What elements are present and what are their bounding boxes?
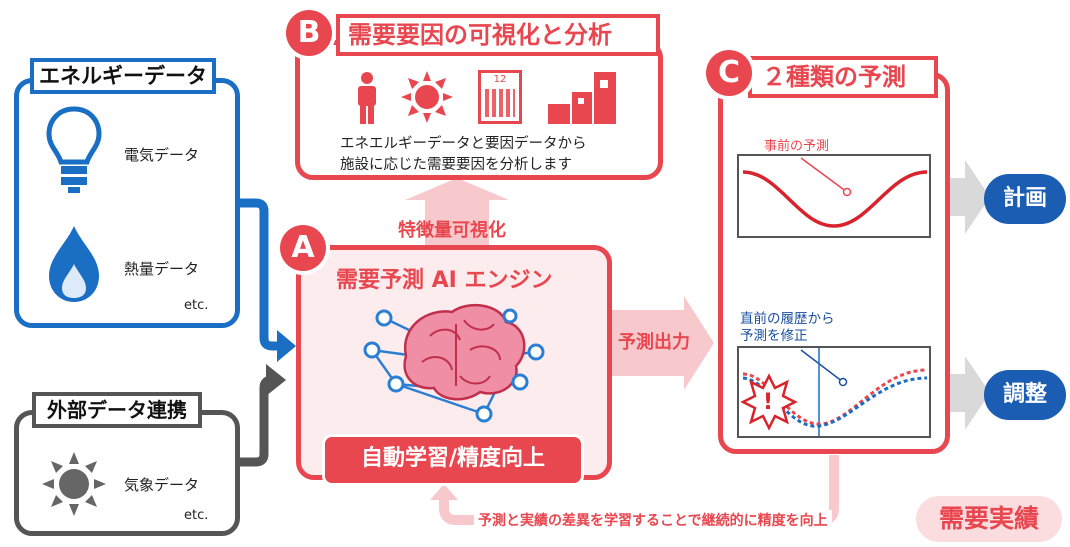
external-data-title: 外部データ連携 [32,392,202,428]
flame-icon [46,224,102,304]
person-icon [354,72,380,124]
panel-c-title: ２種類の予測 [748,56,938,98]
external-etc-label: etc. [184,508,209,523]
chart1-pointer-dot [842,187,852,197]
sun-factor-icon [400,70,454,124]
feedback-loop-arrowhead [430,484,458,500]
energy-to-engine-arrowhead [277,330,296,362]
panel-a-badge: A [280,225,326,271]
actual-demand-label: 需要実績 [938,504,1039,533]
corrected-forecast-chart: ! [737,346,931,438]
chart1-pointer-line [800,157,848,193]
auto-learning-label: 自動学習/精度向上 [360,446,546,471]
prediction-output-label: 予測出力 [618,332,690,353]
chart2-caption-line2: 予測を修正 [740,328,808,344]
output-arrow-shaft [612,310,684,376]
energy-to-engine-connector [240,198,280,351]
energy-data-box [14,78,240,328]
feature-arrow-head [405,178,509,200]
adjust-output-pill: 調整 [984,370,1066,420]
panel-b-description-line1: エネエルギーデータと要因データから [340,136,587,152]
ai-engine-title: 需要予測 AI エンジン [336,268,553,293]
heat-data-label: 熱量データ [124,260,200,278]
electric-data-label: 電気データ [124,146,200,164]
alert-burst-icon [740,373,798,431]
panel-b-title: 需要要因の可視化と分析 [336,14,660,56]
prior-forecast-curve [742,170,928,228]
feature-arrow-shaft [425,193,489,245]
feedback-loop-text: 予測と実績の差異を学習することで継続的に精度を向上 [474,510,832,530]
calendar-day: 12 [493,74,507,85]
panel-b-description-line2: 施設に応じた需要要因を分析します [340,157,572,173]
auto-learning-bar [322,434,584,486]
chart2-caption-line1: 直前の履歴から [740,311,835,327]
corrected-forecast-blue [742,376,928,428]
prior-forecast-chart [737,154,931,238]
sun-icon [40,450,108,518]
building-icon [548,70,616,124]
external-to-engine-arrowhead [266,364,286,396]
output-arrow-head [684,296,714,390]
chart2-pointer-dot [838,377,848,387]
brain-network-icon [360,296,550,424]
chart2-pointer-line [800,349,844,383]
lightbulb-icon [46,106,102,194]
weather-data-label: 気象データ [124,476,200,494]
feature-visualization-label: 特徴量可視化 [398,220,506,241]
panel-b-badge: B [286,10,332,56]
plan-output-pill: 計画 [984,174,1066,224]
corrected-forecast-red [742,368,928,426]
panel-c-badge: C [706,50,752,96]
energy-data-title: エネルギーデータ [30,58,216,94]
calendar-icon: 12 [478,70,522,124]
energy-etc-label: etc. [184,298,209,313]
chart1-caption: 事前の予測 [764,139,830,154]
actual-demand-pill [916,496,1062,542]
alert-symbol: ! [763,390,774,415]
